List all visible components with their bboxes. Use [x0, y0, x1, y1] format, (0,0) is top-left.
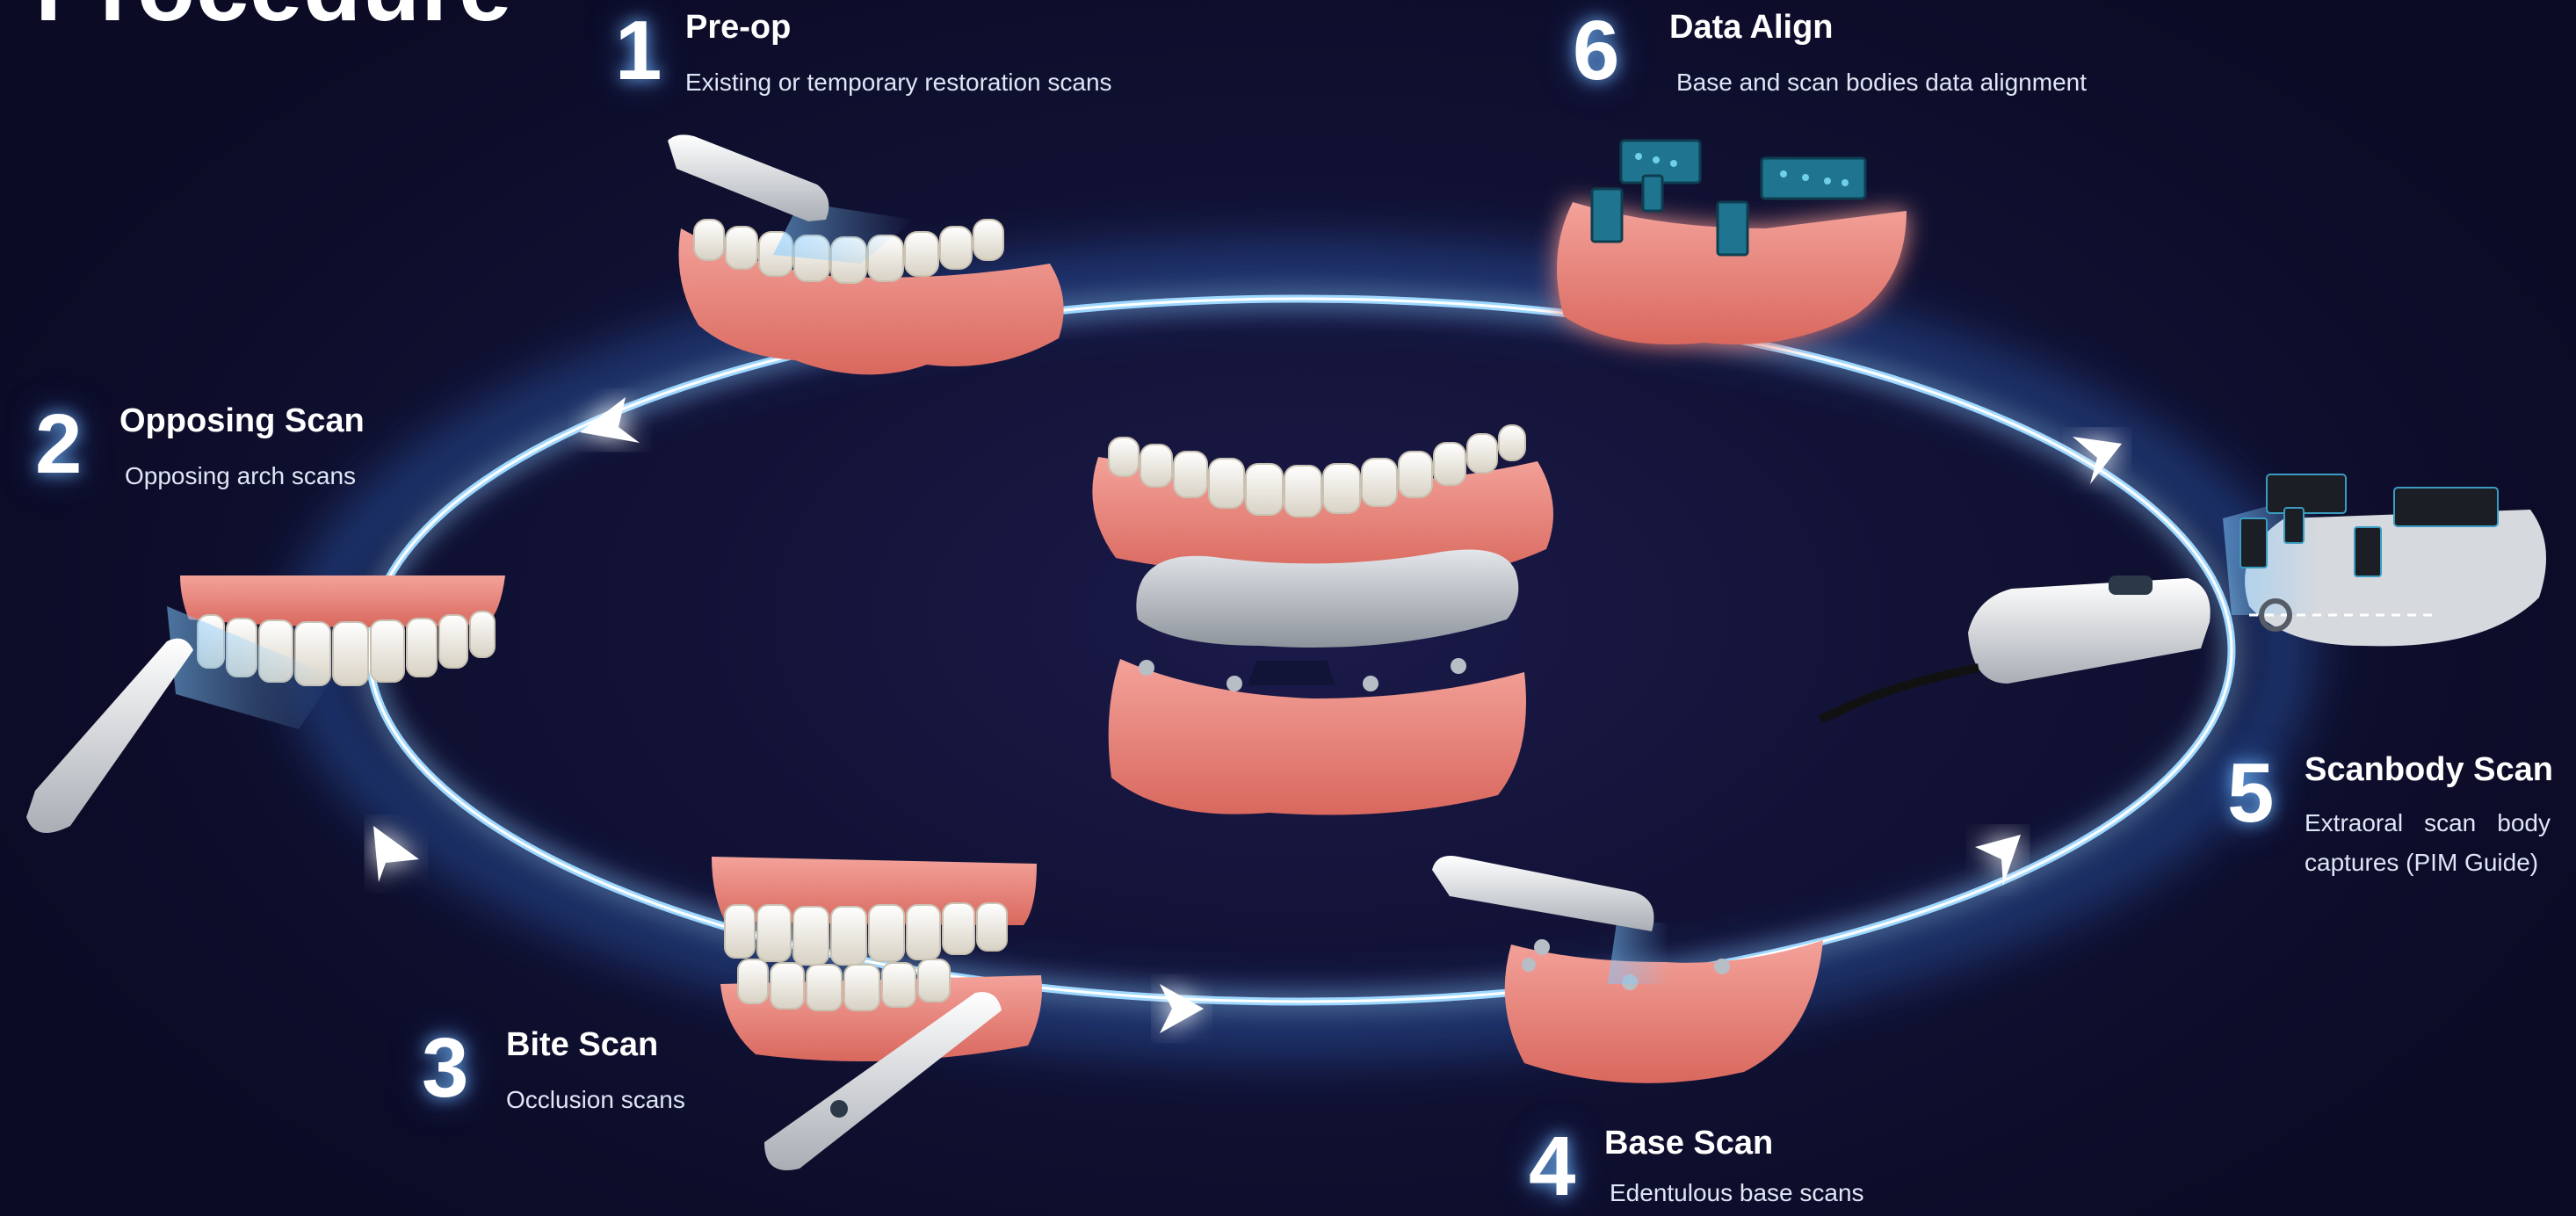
step-description: Occlusion scans: [506, 1081, 685, 1120]
step-description: Edentulous base scans: [1610, 1174, 1864, 1213]
pre-op-model-image: [668, 134, 1064, 374]
step-description: Existing or temporary restoration scans: [685, 63, 1112, 103]
step-number: 1: [615, 9, 662, 93]
step-heading: Data Align: [1669, 9, 1834, 47]
workflow-ring: [369, 299, 2232, 1002]
step-description: Base and scan bodies data alignment: [1676, 63, 2087, 103]
step-number: 5: [2227, 751, 2274, 836]
center-denture-model-image: [1092, 425, 1553, 815]
step-heading: Base Scan: [1604, 1125, 1773, 1162]
step-heading: Pre-op: [685, 9, 791, 47]
opposing-scan-model-image: [26, 575, 505, 833]
step-number: 2: [35, 402, 82, 487]
step-heading: Opposing Scan: [119, 402, 365, 440]
step-description: Opposing arch scans: [125, 457, 356, 496]
step-heading: Bite Scan: [506, 1026, 658, 1064]
step-heading: Scanbody Scan: [2305, 751, 2553, 789]
data-align-model-image: [1557, 141, 1907, 344]
step-number: 3: [422, 1026, 468, 1111]
step-description: Extraoral scan body captures (PIM Guide): [2305, 804, 2551, 883]
bite-scan-model-image: [712, 857, 1042, 1170]
page-title: Procedure: [35, 0, 512, 35]
step-number: 4: [1529, 1125, 1575, 1209]
base-scan-model-image: [1432, 856, 1823, 1083]
step-number: 6: [1573, 9, 1619, 93]
